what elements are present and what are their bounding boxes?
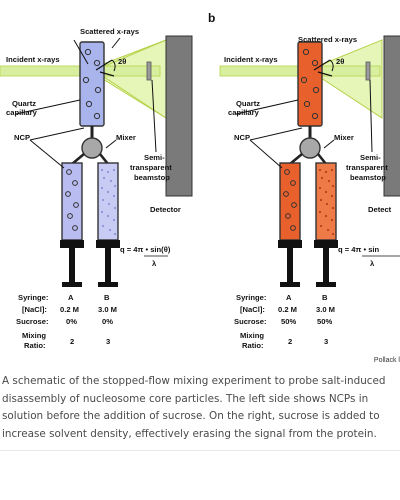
svg-text:3: 3	[106, 337, 110, 346]
svg-text:0%: 0%	[66, 317, 77, 326]
detector	[165, 35, 193, 197]
svg-text:0%: 0%	[102, 317, 113, 326]
beamstop-b	[365, 61, 371, 81]
syringe-b-body	[97, 162, 119, 241]
label-incident-xrays: Incident x-rays	[6, 55, 60, 64]
detector-b	[383, 35, 400, 197]
figure-diagram: Scattered x-rays Incident x-rays 2θ Quar…	[0, 11, 400, 350]
syringe-b-body-b	[315, 162, 337, 241]
label-angle-b: 2θ	[336, 57, 344, 66]
svg-text:[NaCl]:: [NaCl]:	[22, 305, 47, 314]
label-capillary: capillary	[6, 108, 38, 117]
svg-text:Syringe:: Syringe:	[236, 293, 266, 302]
divider	[0, 450, 400, 451]
svg-text:Ratio:: Ratio:	[24, 341, 46, 350]
svg-text:A: A	[286, 293, 292, 302]
label-lambda: λ	[152, 259, 157, 268]
label-scattered-xrays-b: Scattered x-rays	[298, 35, 357, 44]
mixer	[81, 137, 103, 159]
svg-text:3: 3	[324, 337, 328, 346]
mixer-b	[299, 137, 321, 159]
label-ncp: NCP	[14, 133, 30, 142]
label-formula: q = 4π • sin(θ)	[120, 245, 171, 254]
label-scattered-xrays: Scattered x-rays	[80, 27, 139, 36]
label-semi: Semi-	[144, 153, 165, 162]
label-ncp-b: NCP	[234, 133, 250, 142]
label-quartz-b: Quartz	[236, 99, 260, 108]
syringe-a-body-b	[279, 162, 301, 241]
figure-caption: A schematic of the stopped-flow mixing e…	[2, 375, 386, 440]
image-credit: Pollack l	[373, 357, 400, 364]
svg-text:Sucrose:: Sucrose:	[16, 317, 49, 326]
quartz-capillary-b	[297, 41, 323, 127]
svg-text:[NaCl]:: [NaCl]:	[240, 305, 265, 314]
label-incident-xrays-b: Incident x-rays	[224, 55, 278, 64]
svg-text:0.2 M: 0.2 M	[60, 305, 79, 314]
label-transparent-b: transparent	[346, 163, 388, 172]
syringe-a-body	[61, 162, 83, 241]
label-formula-b: q = 4π • sin	[338, 245, 380, 254]
scattered-beam-cone	[97, 39, 167, 119]
conditions-table-a: Syringe: A B [NaCl]: 0.2 M 3.0 M Sucrose…	[16, 293, 117, 350]
beamstop	[146, 61, 152, 81]
svg-text:3.0 M: 3.0 M	[98, 305, 117, 314]
svg-text:B: B	[322, 293, 328, 302]
panel-b: b	[208, 11, 400, 350]
svg-text:2: 2	[70, 337, 74, 346]
panel-letter-b: b	[208, 11, 215, 25]
svg-text:0.2 M: 0.2 M	[278, 305, 297, 314]
label-semi-b: Semi-	[360, 153, 381, 162]
panel-a: Scattered x-rays Incident x-rays 2θ Quar…	[0, 27, 193, 350]
svg-text:Syringe:: Syringe:	[18, 293, 48, 302]
svg-text:Mixing: Mixing	[22, 331, 46, 340]
label-capillary-b: capillary	[228, 108, 260, 117]
svg-text:Mixing: Mixing	[240, 331, 264, 340]
label-mixer-b: Mixer	[334, 133, 354, 142]
svg-text:50%: 50%	[281, 317, 296, 326]
svg-text:Ratio:: Ratio:	[242, 341, 264, 350]
label-beamstop-b: beamstop	[350, 173, 386, 182]
svg-text:2: 2	[288, 337, 292, 346]
svg-text:B: B	[104, 293, 110, 302]
svg-text:50%: 50%	[317, 317, 332, 326]
label-quartz: Quartz	[12, 99, 36, 108]
scattered-beam-cone-b	[317, 39, 383, 119]
label-mixer: Mixer	[116, 133, 136, 142]
label-beamstop: beamstop	[134, 173, 170, 182]
label-detector-b: Detect	[368, 205, 392, 214]
label-detector: Detector	[150, 205, 181, 214]
label-transparent: transparent	[130, 163, 172, 172]
label-lambda-b: λ	[370, 259, 375, 268]
svg-text:Sucrose:: Sucrose:	[234, 317, 267, 326]
conditions-table-b: Syringe: A B [NaCl]: 0.2 M 3.0 M Sucrose…	[234, 293, 335, 350]
quartz-capillary	[79, 41, 105, 127]
label-angle: 2θ	[118, 57, 126, 66]
svg-text:A: A	[68, 293, 74, 302]
svg-text:3.0 M: 3.0 M	[316, 305, 335, 314]
